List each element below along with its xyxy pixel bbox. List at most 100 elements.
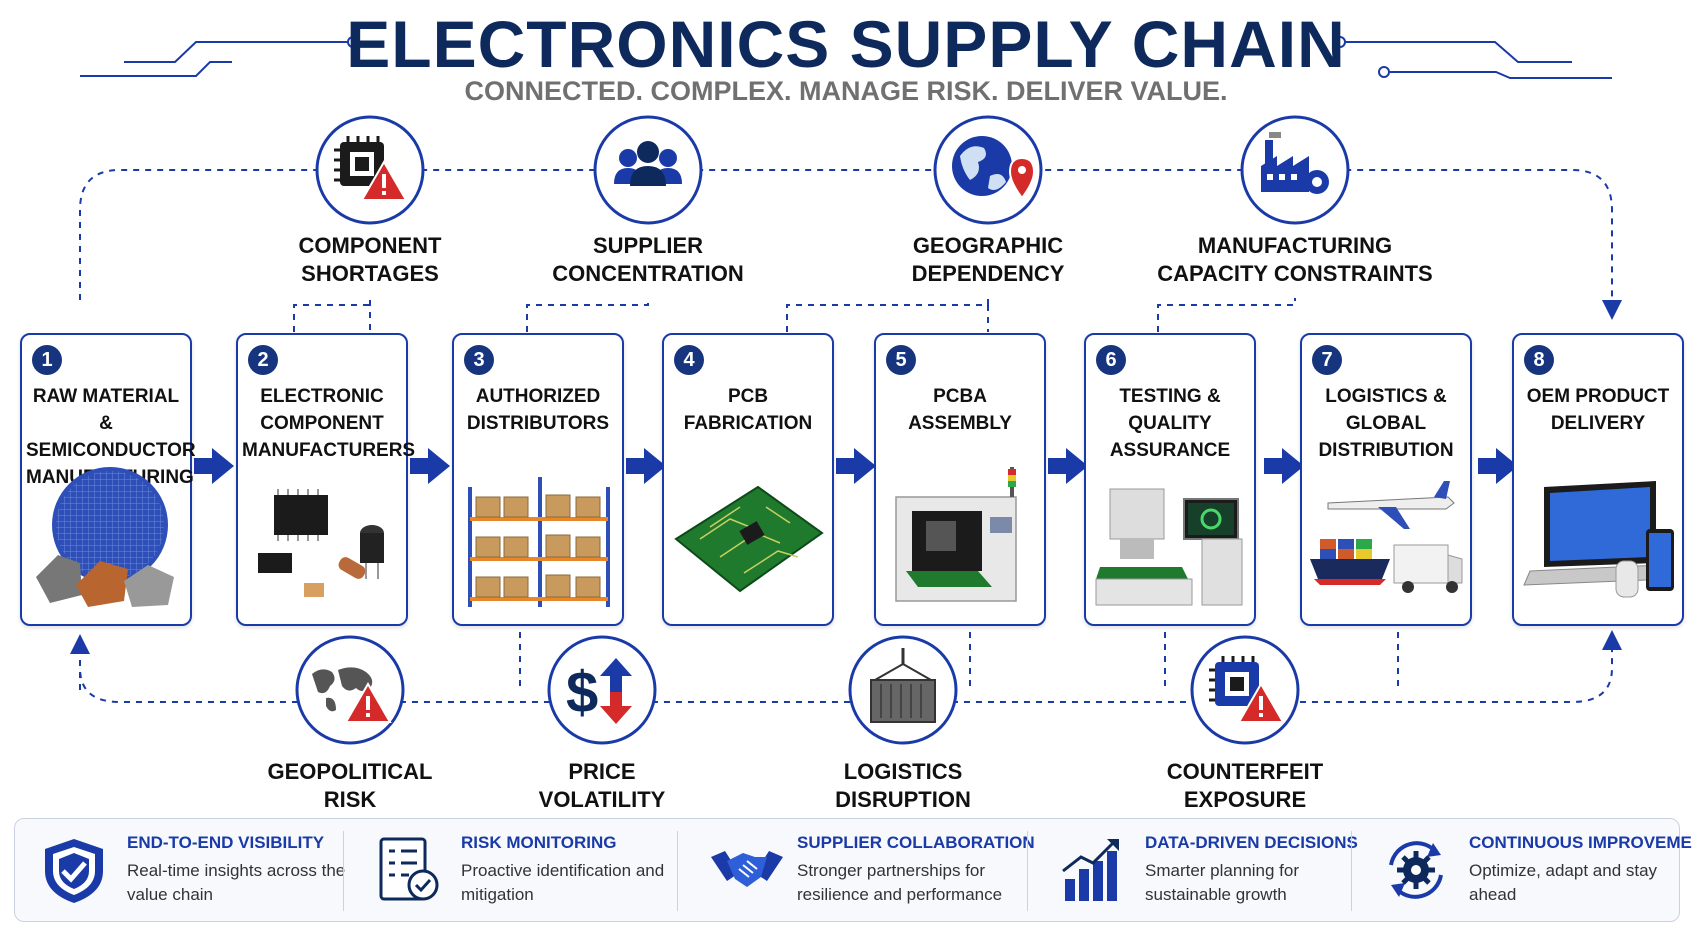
risk-logistics-disruption: LOGISTICS DISRUPTION	[783, 758, 1023, 814]
feature-supplier-collaboration: SUPPLIER COLLABORATION Stronger partners…	[709, 829, 1035, 913]
stage-number-badge: 2	[248, 345, 278, 375]
stage-name-line: OEM PRODUCT	[1526, 386, 1670, 407]
stage-name-line: PCBA	[933, 386, 987, 407]
feature-description: Optimize, adapt and stay ahead	[1469, 861, 1658, 904]
handshake-icon	[711, 851, 783, 887]
stage-number-badge: 7	[1312, 345, 1342, 375]
assembly-machine-illustration	[895, 467, 1017, 602]
wafer-ore-illustration	[36, 467, 174, 607]
feature-description: Proactive identification and mitigation	[461, 861, 665, 904]
risk-counterfeit-exposure: COUNTERFEIT EXPOSURE	[1125, 758, 1365, 814]
bottom-risk-circles	[295, 635, 1300, 745]
stage-3-authorized-distributors: 3 AUTHORIZED DISTRIBUTORS	[452, 333, 624, 626]
stage-name-line: FABRICATION	[683, 413, 813, 434]
risk-label-line: RISK	[323, 787, 377, 812]
feature-end-to-end-visibility: END-TO-END VISIBILITY Real-time insights…	[39, 829, 345, 913]
stage-name-line: DISTRIBUTION	[1318, 440, 1454, 461]
feature-title: CONTINUOUS IMPROVEMENT	[1469, 833, 1692, 852]
stage-name-line: MANUFACTURERS	[242, 440, 416, 461]
risk-label-line: COUNTERFEIT	[1166, 759, 1324, 784]
risk-supplier-concentration: SUPPLIER CONCENTRATION	[528, 232, 768, 288]
stage-name-line: AUTHORIZED	[475, 386, 601, 407]
stage-name-line: SEMICONDUCTOR	[26, 440, 196, 461]
divider	[343, 831, 344, 911]
stage-name: RAW MATERIAL & SEMICONDUCTOR MANUFACTURI…	[26, 383, 196, 491]
stage-name-line: ASSURANCE	[1109, 440, 1231, 461]
risk-label-line: CONCENTRATION	[552, 261, 744, 286]
risk-label-line: MANUFACTURING	[1197, 233, 1393, 258]
map-warning-icon	[312, 667, 392, 723]
counterfeit-chip-icon	[1209, 656, 1285, 723]
test-station-illustration	[1095, 488, 1243, 606]
stage-6-testing-quality: 6 TESTING & QUALITY ASSURANCE	[1084, 333, 1256, 626]
container-icon	[870, 648, 936, 723]
stage-name: LOGISTICS & GLOBAL DISTRIBUTION	[1306, 383, 1466, 464]
stage-number-badge: 4	[674, 345, 704, 375]
risk-label-line: CAPACITY CONSTRAINTS	[1157, 261, 1433, 286]
stage-name-line: ELECTRONIC	[260, 386, 384, 407]
stage-name-line: RAW MATERIAL &	[32, 386, 180, 434]
top-risk-loop	[79, 169, 1622, 332]
risk-label-line: EXPOSURE	[1183, 787, 1307, 812]
stage-name: OEM PRODUCT DELIVERY	[1518, 383, 1678, 437]
feature-description: Stronger partnerships for resilience and…	[797, 861, 1003, 904]
risk-label-line: VOLATILITY	[538, 787, 666, 812]
circuit-decoration-left	[80, 36, 359, 77]
risk-label-line: DISRUPTION	[835, 787, 971, 812]
risk-label-line: GEOPOLITICAL	[267, 759, 433, 784]
feature-risk-monitoring: RISK MONITORING Proactive identification…	[373, 829, 673, 913]
divider	[1351, 831, 1352, 911]
shield-check-icon	[45, 839, 103, 903]
bottom-risk-loop	[70, 630, 1622, 703]
factory-gear-icon	[1261, 132, 1329, 194]
circuit-decoration-right	[1334, 36, 1612, 79]
risk-label-line: PRICE	[568, 759, 636, 784]
stage-name-line: TESTING &	[1119, 386, 1221, 407]
pcb-board-illustration	[674, 485, 824, 593]
feature-title: DATA-DRIVEN DECISIONS	[1145, 833, 1358, 852]
feature-title: RISK MONITORING	[461, 833, 617, 852]
risk-label-line: DEPENDENCY	[911, 261, 1065, 286]
risk-price-volatility: PRICE VOLATILITY	[482, 758, 722, 814]
globe-pin-icon	[952, 136, 1036, 200]
stage-name-line: ASSEMBLY	[908, 413, 1012, 434]
feature-description: Real-time insights across the value chai…	[127, 861, 346, 904]
page-title: ELECTRONICS SUPPLY CHAIN	[346, 7, 1346, 81]
stage-name: TESTING & QUALITY ASSURANCE	[1090, 383, 1250, 464]
stage-name: AUTHORIZED DISTRIBUTORS	[458, 383, 618, 437]
risk-geopolitical: GEOPOLITICAL RISK	[230, 758, 470, 814]
components-illustration	[258, 489, 384, 597]
stage-name-line: QUALITY	[1128, 413, 1212, 434]
chip-warning-icon	[334, 136, 408, 201]
stage-name-line: PCB	[727, 386, 769, 407]
feature-title: SUPPLIER COLLABORATION	[797, 833, 1035, 852]
checklist-icon	[379, 837, 439, 901]
risk-label-line: LOGISTICS	[843, 759, 963, 784]
dollar-arrows-icon: $	[566, 658, 632, 725]
stage-name-line: LOGISTICS &	[1325, 386, 1447, 407]
warehouse-rack-illustration	[468, 477, 610, 607]
stage-1-raw-material: 1 RAW MATERIAL & SEMICONDUCTOR MANUFACTU…	[20, 333, 196, 626]
risk-manufacturing-capacity: MANUFACTURING CAPACITY CONSTRAINTS	[1155, 232, 1435, 288]
stage-5-pcba-assembly: 5 PCBA ASSEMBLY	[874, 333, 1046, 626]
stage-number-badge: 6	[1096, 345, 1126, 375]
page-subtitle: CONNECTED. COMPLEX. MANAGE RISK. DELIVER…	[464, 76, 1228, 106]
stage-7-logistics-distribution: 7 LOGISTICS & GLOBAL DISTRIBUTION	[1300, 333, 1472, 626]
risk-label-line: SUPPLIER	[592, 233, 704, 258]
bar-chart-icon	[1062, 839, 1119, 901]
stage-name-line: COMPONENT	[260, 413, 384, 434]
stage-number-badge: 1	[32, 345, 62, 375]
stage-number-badge: 5	[886, 345, 916, 375]
plane-ship-truck-illustration	[1310, 481, 1463, 593]
stage-name-line: DELIVERY	[1550, 413, 1646, 434]
stage-number-badge: 8	[1524, 345, 1554, 375]
svg-text:$: $	[566, 660, 598, 725]
feature-data-driven-decisions: DATA-DRIVEN DECISIONS Smarter planning f…	[1057, 829, 1358, 913]
gear-cycle-icon	[1389, 841, 1443, 899]
divider	[1027, 831, 1028, 911]
stage-name: ELECTRONIC COMPONENT MANUFACTURERS	[242, 383, 416, 464]
laptop-phone-illustration	[1523, 481, 1674, 598]
stage-4-pcb-fabrication: 4 PCB FABRICATION	[662, 333, 834, 626]
stage-name-line: GLOBAL	[1345, 413, 1427, 434]
flow-arrows	[194, 448, 1518, 484]
